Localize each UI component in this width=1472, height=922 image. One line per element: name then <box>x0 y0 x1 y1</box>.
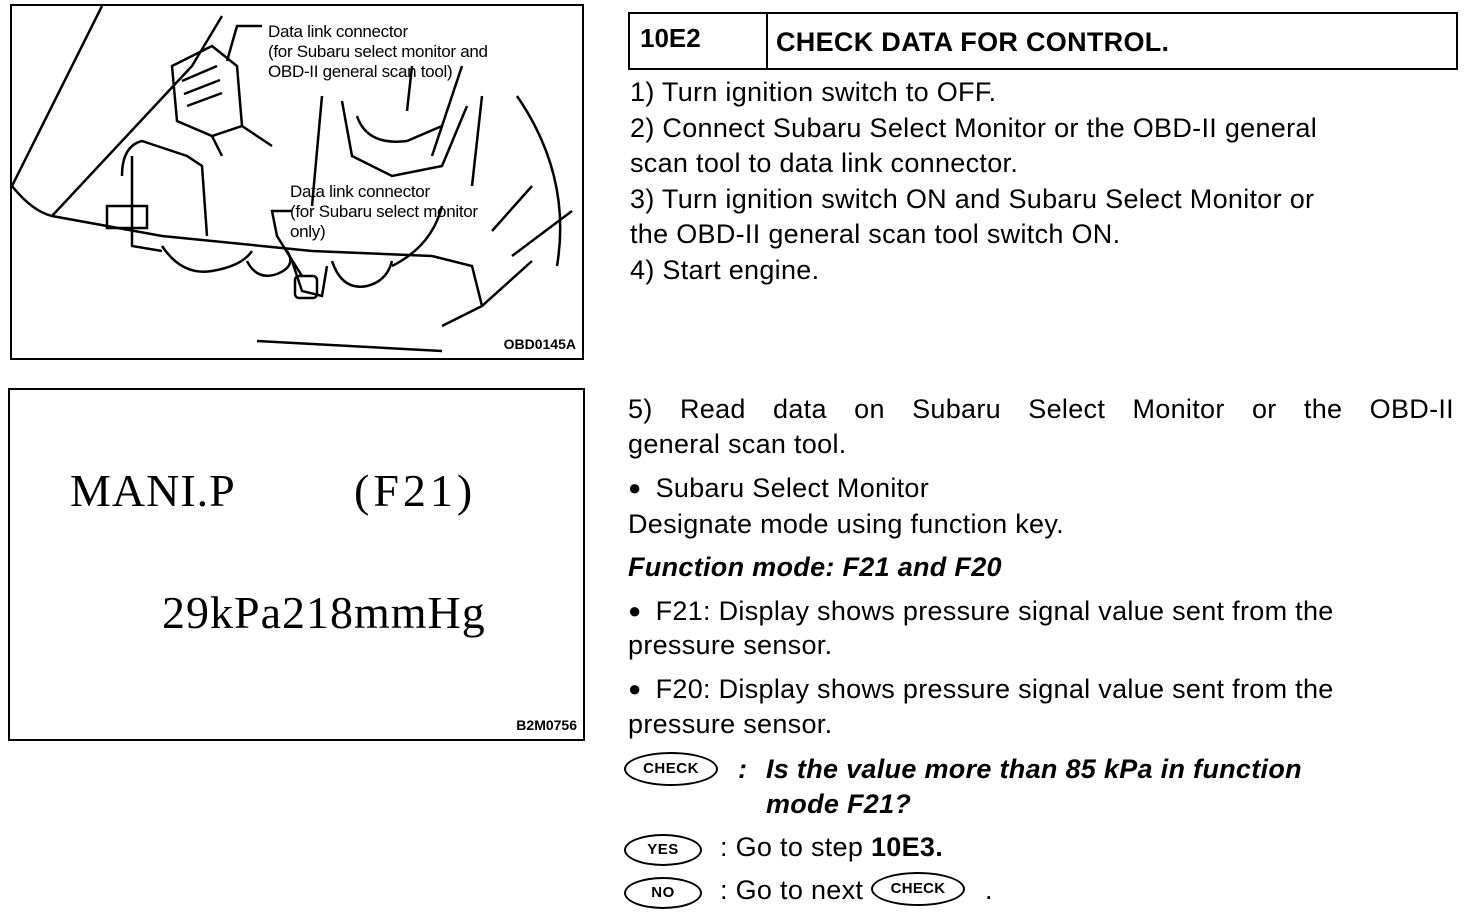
yes-action: : Go to step 10E3. <box>720 829 943 865</box>
check-badge: CHECK <box>624 752 718 786</box>
figure-monitor-display: MANI.P (F21) 29kPa218mmHg B2M0756 <box>8 388 585 741</box>
figure-data-link-connector: Data link connector (for Subaru select m… <box>10 4 584 360</box>
function-mode-heading: Function mode: F21 and F20 <box>628 552 1002 582</box>
bullet-select-monitor: Subaru Select Monitor <box>628 470 929 508</box>
yes-badge: YES <box>624 834 702 866</box>
step-id: 10E2 <box>630 14 768 68</box>
yes-target-step: 10E3 <box>870 832 936 862</box>
callout-connector-general: Data link connector (for Subaru select m… <box>268 22 488 82</box>
instruction-2: 2) Connect Subaru Select Monitor or the … <box>630 113 1318 143</box>
bullet-f20-cont: pressure sensor. <box>628 709 833 739</box>
instruction-1: 1) Turn ignition switch to OFF. <box>630 77 997 107</box>
no-action: : Go to next CHECK. <box>720 871 993 909</box>
callout-line: (for Subaru select monitor and <box>268 42 488 61</box>
check-colon: : <box>738 754 748 784</box>
step-title: CHECK DATA FOR CONTROL. <box>776 27 1170 57</box>
callout-line: OBD-II general scan tool) <box>268 62 453 81</box>
connector-illustration <box>12 6 573 353</box>
yes-suffix: . <box>935 832 944 862</box>
bullet-text: F21: Display shows pressure signal value… <box>655 596 1334 626</box>
figure-code: B2M0756 <box>516 717 577 733</box>
display-value: 29kPa218mmHg <box>162 587 486 638</box>
no-badge: NO <box>624 877 702 909</box>
no-action-text: : Go to next <box>720 875 871 905</box>
instruction-2-cont: scan tool to data link connector. <box>630 148 1019 178</box>
display-parameter-label: MANI.P <box>70 465 236 516</box>
callout-line: Data link connector <box>268 22 408 41</box>
callout-connector-select-monitor: Data link connector (for Subaru select m… <box>290 182 478 242</box>
bullet-f20: F20: Display shows pressure signal value… <box>628 671 1334 709</box>
check-question: Is the value more than 85 kPa in functio… <box>766 754 1302 784</box>
instruction-5: 5) Read data on Subaru Select Monitor or… <box>628 394 1454 424</box>
step-header: 10E2 CHECK DATA FOR CONTROL. <box>628 12 1458 70</box>
callout-line: Data link connector <box>290 182 430 201</box>
instruction-5-cont: general scan tool. <box>628 429 847 459</box>
designate-mode-text: Designate mode using function key. <box>628 509 1064 539</box>
instruction-3-cont: the OBD-II general scan tool switch ON. <box>630 219 1121 249</box>
bullet-f21-cont: pressure sensor. <box>628 630 833 660</box>
check-question-cont: mode F21? <box>766 789 912 819</box>
no-suffix: . <box>984 875 993 905</box>
instruction-3: 3) Turn ignition switch ON and Subaru Se… <box>630 184 1315 214</box>
bullet-text: Subaru Select Monitor <box>655 473 930 503</box>
bullet-text: F20: Display shows pressure signal value… <box>655 674 1334 704</box>
instruction-4: 4) Start engine. <box>630 255 820 285</box>
callout-line: only) <box>290 222 326 241</box>
callout-line: (for Subaru select monitor <box>290 202 478 221</box>
figure-code: OBD0145A <box>503 336 576 352</box>
bullet-f21: F21: Display shows pressure signal value… <box>628 593 1334 631</box>
yes-action-text: : Go to step <box>720 832 871 862</box>
check-badge-inline: CHECK <box>870 871 965 906</box>
display-function-code: (F21) <box>354 465 477 516</box>
